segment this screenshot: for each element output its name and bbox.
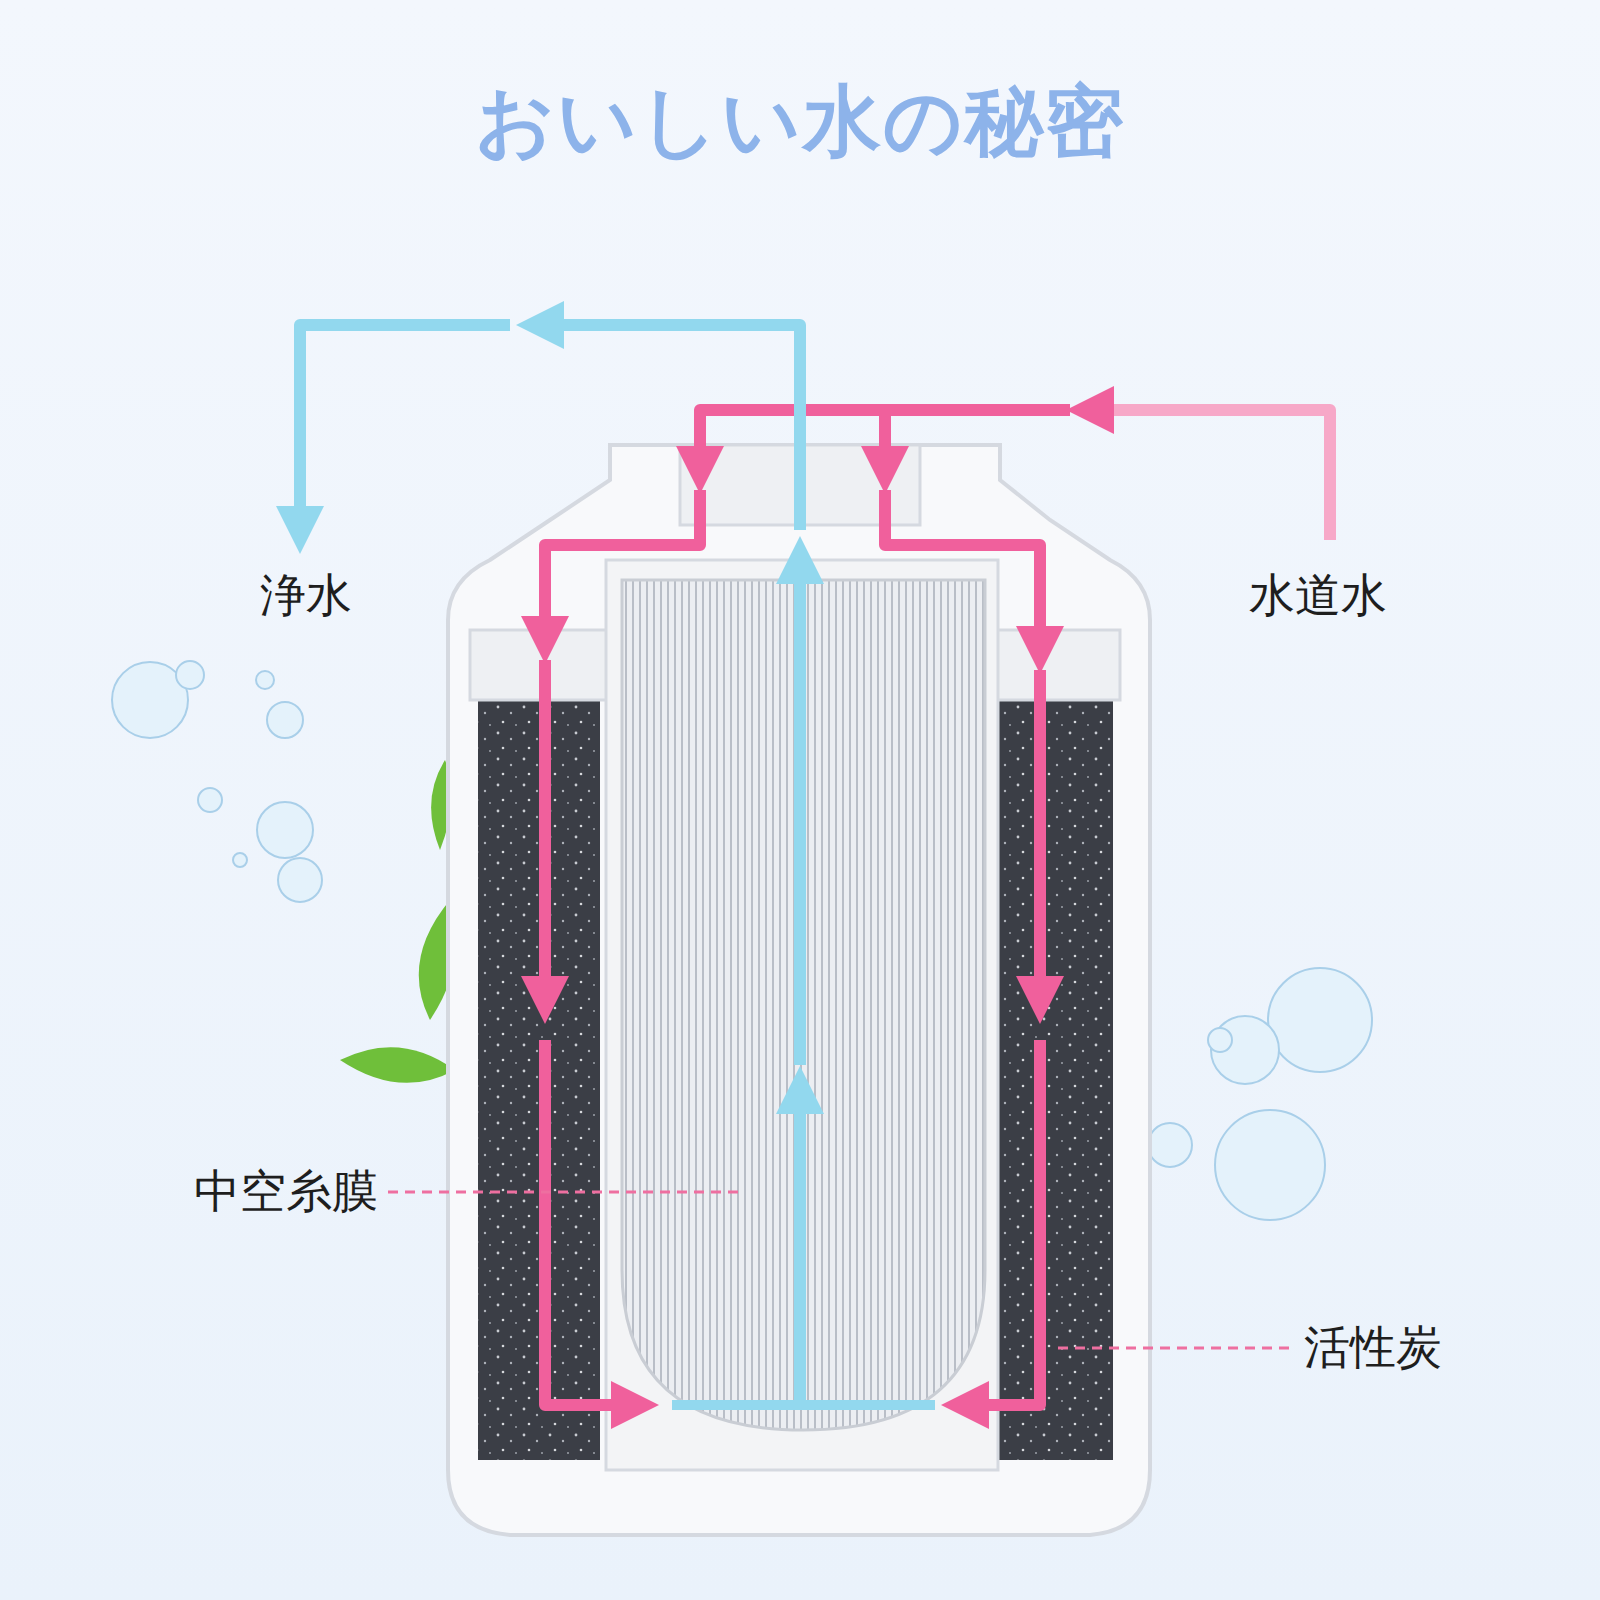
part-label: 浄水 [260, 565, 352, 627]
part-label: 中空糸膜 [194, 1161, 378, 1223]
diagram-title: おいしい水の秘密 [475, 70, 1125, 175]
leader-line [388, 1191, 742, 1194]
leader-line [1058, 1347, 1296, 1350]
cartridge-housing [448, 445, 1150, 1535]
part-label: 活性炭 [1304, 1317, 1442, 1379]
leaves [340, 760, 457, 1083]
carbon-right [995, 700, 1113, 1460]
part-label: 水道水 [1249, 565, 1387, 627]
